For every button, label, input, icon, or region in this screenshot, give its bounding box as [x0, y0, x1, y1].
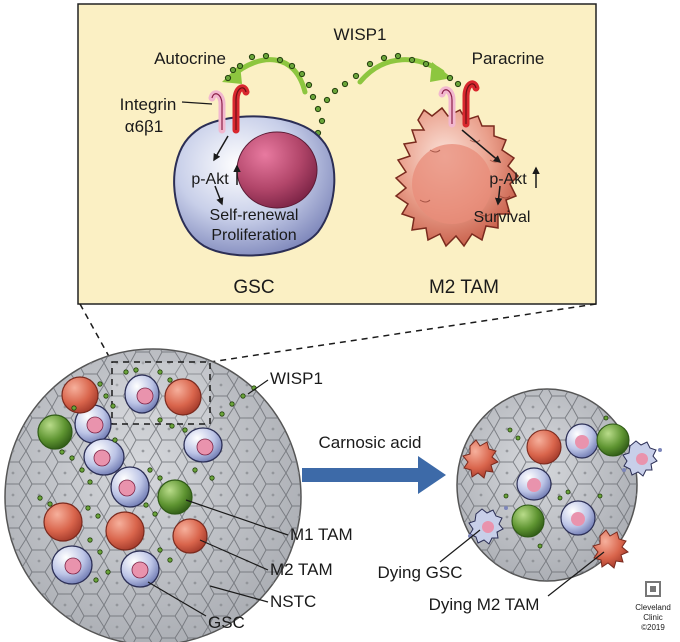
treated-gsc-cells — [516, 423, 599, 536]
m1-tam-label: M1 TAM — [290, 525, 353, 544]
tam-effect-label: Survival — [474, 209, 531, 226]
gsc-pointer — [147, 581, 207, 617]
tumor-wisp1-label: WISP1 — [270, 369, 323, 388]
integrin-label: Integrin — [120, 95, 177, 114]
treated-m1-tam-cells — [511, 423, 630, 538]
integrin-pointer-line — [181, 101, 213, 105]
gsc-cells — [51, 374, 223, 588]
tam-signal-arrow-2 — [494, 185, 503, 206]
gsc-name-label: GSC — [233, 277, 274, 298]
gsc-effect-label-2: Proliferation — [211, 227, 296, 244]
credit-line-2: Clinic — [643, 613, 663, 622]
m2-tam-pointer — [199, 539, 269, 571]
integrin-subtype-label: α6β1 — [125, 117, 164, 136]
tumor-treated: Dying GSC Dying M2 TAM — [377, 388, 662, 614]
gsc-label: GSC — [208, 613, 245, 632]
gsc-cell-inset — [173, 115, 336, 257]
tam-pakt-label: p-Akt — [489, 171, 527, 188]
wisp1-dots-inset — [224, 52, 462, 137]
credit-line-1: Cleveland — [635, 603, 671, 612]
autocrine-arrow — [229, 57, 308, 95]
paracrine-arrowhead — [430, 62, 452, 82]
dying-gsc-label: Dying GSC — [377, 563, 462, 582]
tam-signal-arrow-1 — [461, 129, 502, 163]
cleveland-clinic-credit: Cleveland Clinic ©2019 — [635, 581, 671, 632]
nstc-pointer — [209, 585, 269, 603]
inset-wisp1-label: WISP1 — [334, 25, 387, 44]
m2-tam-label: M2 TAM — [270, 560, 333, 579]
autocrine-label: Autocrine — [154, 49, 226, 68]
m2-tam-cell-inset — [394, 106, 520, 248]
paracrine-label: Paracrine — [472, 49, 545, 68]
tumor-wisp1-pointer — [247, 379, 269, 395]
gsc-nucleus — [236, 131, 318, 209]
zoom-line-right — [209, 303, 597, 363]
integrin-receptor-gsc — [208, 84, 250, 134]
cleveland-clinic-logo — [645, 581, 661, 597]
treatment-arrow: Carnosic acid — [302, 433, 446, 494]
inset-panel: WISP1 Autocrine Paracrine Integrin α6β1 … — [77, 3, 597, 305]
gsc-effect-label-1: Self-renewal — [210, 207, 299, 224]
dying-m2-tam-label: Dying M2 TAM — [429, 595, 540, 614]
zoom-line-left — [79, 303, 113, 363]
tam-name-label: M2 TAM — [429, 277, 499, 298]
dying-gsc-cells — [468, 440, 662, 545]
gsc-signal-arrow-1 — [213, 135, 229, 162]
treated-m2-tam-cells — [526, 429, 562, 465]
wisp1-dots-treated — [503, 415, 609, 549]
nstc-label: NSTC — [270, 592, 316, 611]
gsc-signal-arrow-2 — [214, 185, 224, 206]
gsc-pakt-label: p-Akt — [191, 171, 229, 188]
credit-line-3: ©2019 — [641, 623, 665, 632]
inset-background — [77, 3, 597, 305]
carnosic-acid-label: Carnosic acid — [319, 433, 422, 452]
integrin-receptor-tam — [438, 80, 480, 128]
wisp1-dots-tumor — [37, 367, 257, 583]
dying-gsc-pointer — [439, 529, 481, 563]
dying-m2-tam-pointer — [547, 551, 605, 597]
dying-m2-tam-cells — [462, 439, 629, 569]
tam-nucleus — [412, 144, 492, 224]
tumor-untreated: WISP1 M1 TAM M2 TAM NSTC GSC — [4, 348, 353, 642]
m1-tam-cells — [37, 414, 193, 515]
m2-tam-cells — [43, 376, 208, 554]
m1-tam-pointer — [185, 499, 289, 536]
